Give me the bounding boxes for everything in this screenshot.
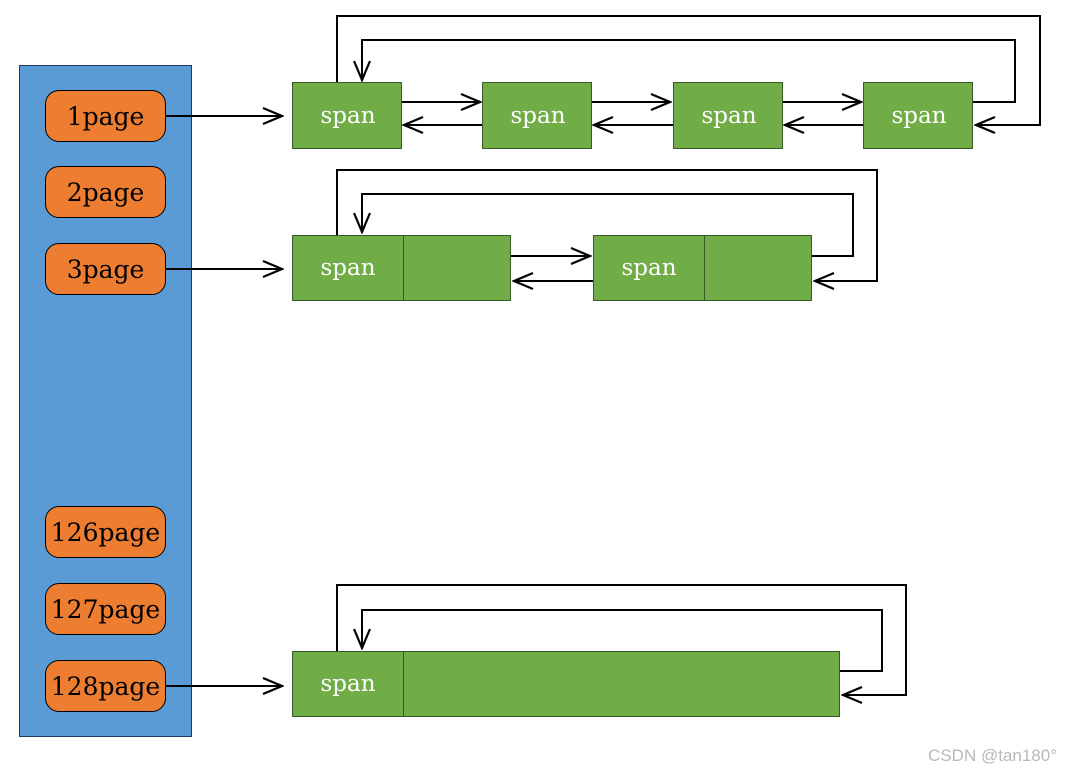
tail-to-head-next-link	[362, 39, 1016, 103]
tail-to-head-next-link	[362, 609, 883, 672]
page-divider	[403, 652, 404, 716]
bucket-127page: 127page	[45, 583, 166, 635]
bucket-label: 126page	[50, 517, 161, 547]
span-label: span	[621, 255, 677, 281]
page-divider	[704, 236, 705, 300]
span-node: span	[863, 82, 973, 149]
bucket-126page: 126page	[45, 506, 166, 558]
span-label: span	[701, 102, 757, 129]
bucket-label: 127page	[50, 594, 161, 624]
tail-to-head-prev-link	[336, 169, 878, 281]
page-divider	[403, 236, 404, 300]
watermark: CSDN @tan180°	[928, 746, 1057, 765]
bucket-3page: 3page	[45, 243, 166, 295]
span-node: span	[593, 235, 812, 301]
span-node: span	[482, 82, 592, 149]
bucket-label: 1page	[66, 101, 145, 131]
tail-to-head-next-link	[362, 193, 854, 257]
span-node: span	[292, 82, 402, 149]
bucket-label: 128page	[50, 671, 161, 701]
bucket-128page: 128page	[45, 660, 166, 712]
bucket-label: 3page	[66, 254, 145, 284]
span-node: span	[292, 235, 511, 301]
span-label: span	[320, 671, 376, 697]
bucket-2page: 2page	[45, 166, 166, 218]
span-node: span	[673, 82, 783, 149]
span-label: span	[320, 102, 376, 129]
bucket-1page: 1page	[45, 90, 166, 142]
tail-to-head-prev-link	[336, 584, 907, 695]
span-label: span	[510, 102, 566, 129]
span-label: span	[891, 102, 947, 129]
bucket-label: 2page	[66, 177, 145, 207]
span-label: span	[320, 255, 376, 281]
tail-to-head-prev-link	[336, 15, 1041, 125]
span-node: span	[292, 651, 840, 717]
